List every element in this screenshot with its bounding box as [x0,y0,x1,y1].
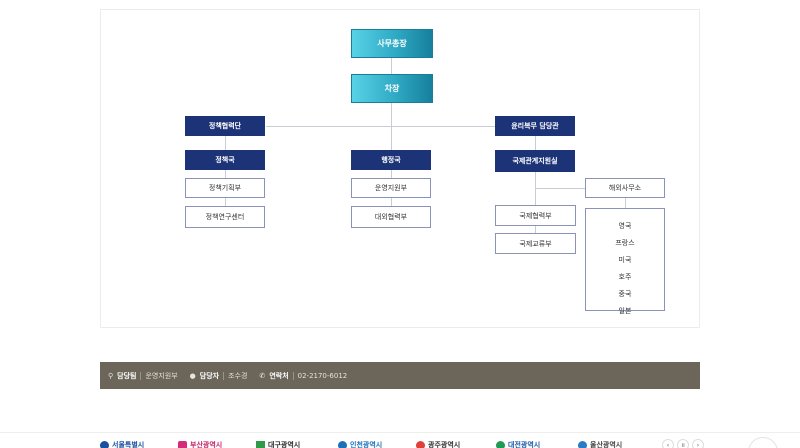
site-link-seoul[interactable]: 서울특별시 [100,440,144,448]
gwangju-logo-icon [416,440,425,448]
admin-bureau-node[interactable]: 행정국 [351,150,431,170]
country-item[interactable]: 프랑스 [615,239,635,247]
country-item[interactable]: 중국 [618,290,632,298]
org-chart-panel: 사무총장 차장 정책협력단 정책국 정책기획부 정책연구센터 행정국 운영지원부… [100,9,700,328]
site-link-incheon[interactable]: 인천광역시 [338,440,382,448]
international-cooperation-node[interactable]: 국제협력부 [495,205,576,226]
site-link-ulsan[interactable]: 울산광역시 [578,440,622,448]
external-cooperation-node[interactable]: 대외협력부 [351,206,431,228]
busan-logo-icon [178,440,187,448]
site-name: 울산광역시 [590,441,623,448]
policy-cooperation-node[interactable]: 정책협력단 [185,116,265,136]
site-name: 대구광역시 [268,441,301,448]
department-info: ⚲ 담당팀 운영지원부 [108,371,178,381]
pause-icon[interactable]: ॥ [677,439,689,448]
department-label: 담당팀 [117,371,137,380]
org-icon: ⚲ [108,371,114,380]
next-arrow-icon[interactable]: › [692,439,704,448]
contact-info-bar: ⚲ 담당팀 운영지원부 ● 담당자 조수경 ✆ 연락처 02-2170-6012 [100,362,700,389]
connector-line [391,58,392,174]
country-item[interactable]: 영국 [618,222,632,230]
phone-icon: ✆ [259,371,266,380]
connector-line [225,136,226,216]
overseas-country-list: 영국 프랑스 미국 호주 중국 일본 [585,208,665,315]
slider-controls: ‹ ॥ › [662,439,707,448]
policy-bureau-node[interactable]: 정책국 [185,150,265,170]
connector-line [535,188,585,189]
site-name: 부산광역시 [190,441,223,448]
site-name: 대전광역시 [508,441,541,448]
ulsan-logo-icon [578,440,587,448]
site-link-daejeon[interactable]: 대전광역시 [496,440,540,448]
phone-info: ✆ 연락처 02-2170-6012 [259,371,347,381]
overseas-office-node[interactable]: 해외사무소 [585,178,665,198]
country-item[interactable]: 미국 [618,256,632,264]
person-icon: ● [189,371,196,380]
international-exchange-node[interactable]: 국제교류부 [495,233,576,254]
seoul-logo-icon [100,440,109,448]
site-link-busan[interactable]: 부산광역시 [178,440,222,448]
related-sites-banner: 서울특별시 부산광역시 대구광역시 인천광역시 광주광역시 대전광역시 울산광역… [0,432,800,448]
manager-label: 담당자 [199,371,220,380]
daegu-logo-icon [256,440,265,448]
prev-arrow-icon[interactable]: ‹ [662,439,674,448]
secretary-general-node[interactable]: 사무총장 [351,29,433,58]
manager-value: 조수경 [228,371,248,380]
site-name: 서울특별시 [112,441,145,448]
connector-line [625,198,626,208]
country-item[interactable]: 일본 [618,307,632,315]
policy-planning-node[interactable]: 정책기획부 [185,178,265,198]
daejeon-logo-icon [496,440,505,448]
ethics-officer-node[interactable]: 윤리복무 담당관 [495,116,575,136]
connector-line [535,136,536,236]
divider [140,371,142,380]
manager-info: ● 담당자 조수경 [189,371,248,381]
site-link-daegu[interactable]: 대구광역시 [256,440,300,448]
site-name: 광주광역시 [428,441,461,448]
divider [292,371,294,380]
incheon-logo-icon [338,440,347,448]
department-value: 운영지원부 [145,371,178,380]
divider [223,371,225,380]
operations-support-node[interactable]: 운영지원부 [351,178,431,198]
international-relations-node[interactable]: 국제관계지원실 [495,150,575,172]
site-name: 인천광역시 [350,441,383,448]
phone-value: 02-2170-6012 [297,371,348,380]
site-link-gwangju[interactable]: 광주광역시 [416,440,460,448]
phone-label: 연락처 [269,371,289,380]
connector-line [266,126,496,127]
country-item[interactable]: 호주 [618,273,632,281]
deputy-node[interactable]: 차장 [351,74,433,103]
policy-research-node[interactable]: 정책연구센터 [185,206,265,228]
